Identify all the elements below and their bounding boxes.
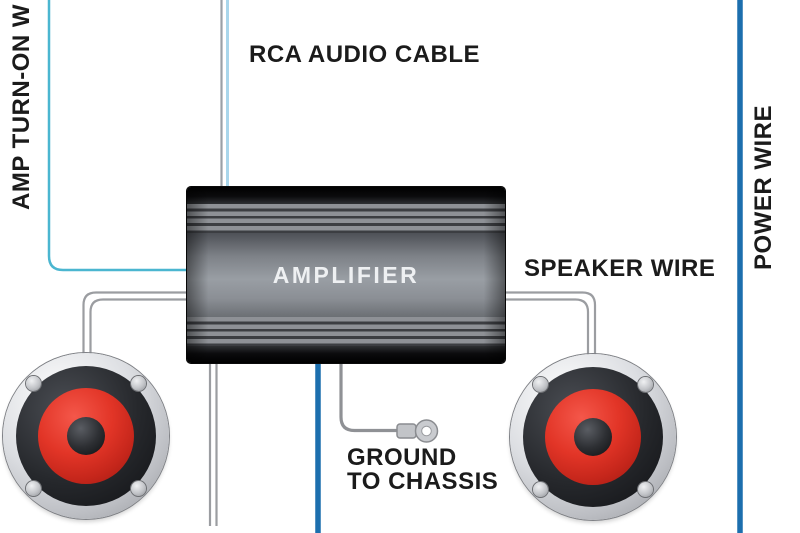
speaker-wire-left-inner [89,298,187,354]
speaker-screw [26,376,41,391]
speaker-screw [533,482,548,497]
ring-terminal-hole [421,425,432,437]
speaker-wire-right-outer [504,291,597,355]
speaker-wire-right-inner [504,298,590,355]
power-wire-label: POWER WIRE [750,105,777,270]
speaker-right-dust-cap [574,418,612,456]
speaker-wire-label: SPEAKER WIRE [524,255,716,282]
speaker-right [510,354,676,520]
ring-terminal-barrel [396,423,417,439]
amp-turn-on-wire-label: AMP TURN-ON W [8,3,35,210]
amplifier-bottom-cap [187,346,505,363]
amplifier-bottom-fins [187,317,505,346]
amplifier-label: AMPLIFIER [272,261,420,288]
speaker-left-dust-cap [67,417,105,455]
ground-label-line2: TO CHASSIS [347,467,499,495]
amp-turn-on-wire [47,0,187,272]
amplifier-body: AMPLIFIER [187,233,505,317]
ground-to-chassis-label: GROUND TO CHASSIS [347,446,498,493]
speaker-screw [131,481,146,496]
speaker-left [3,353,169,519]
amplifier-top-cap [187,187,505,204]
speaker-screw [533,377,548,392]
amplifier: AMPLIFIER [186,186,506,364]
rca-audio-cable-label: RCA AUDIO CABLE [249,41,481,68]
speaker-screw [638,377,653,392]
ground-wire [339,362,399,433]
speaker-screw [131,376,146,391]
speaker-screw [638,482,653,497]
amplifier-top-fins [187,204,505,233]
speaker-screw [26,481,41,496]
ground-label-line1: GROUND [347,444,457,471]
speaker-wire-left-outer [82,291,187,354]
